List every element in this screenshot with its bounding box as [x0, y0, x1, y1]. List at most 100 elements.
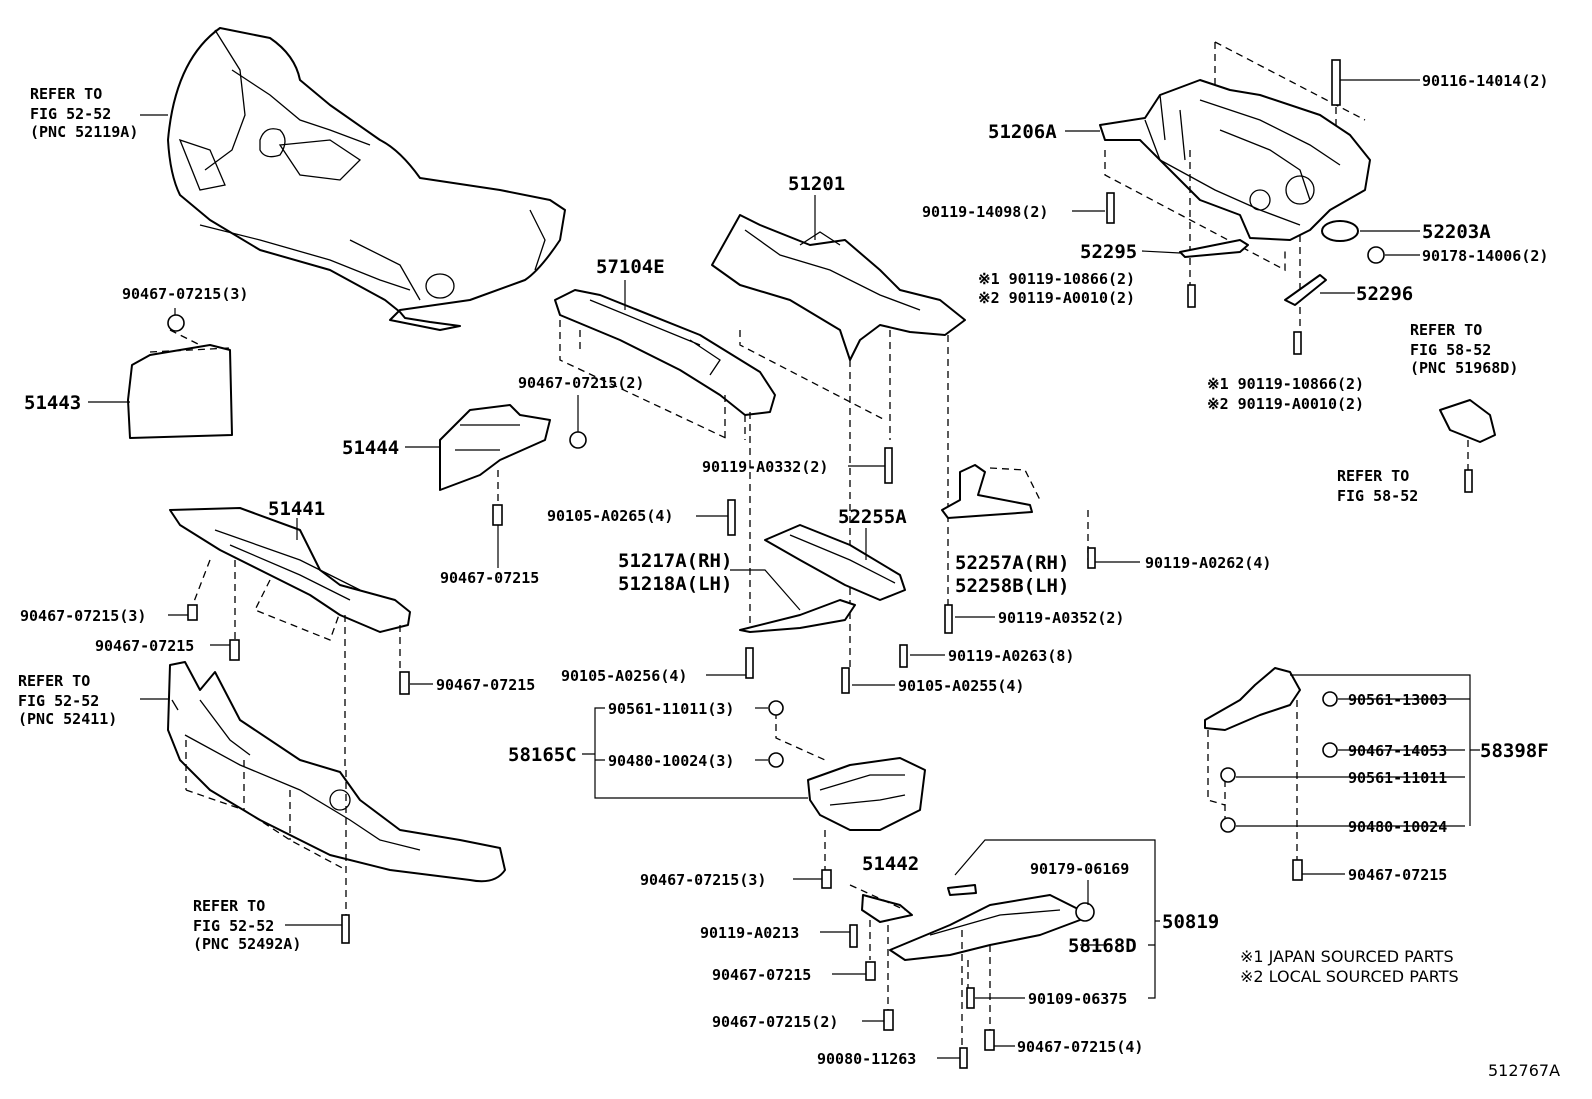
bracket-58398F[interactable] — [1204, 667, 1301, 731]
fastener-f28[interactable]: 90179-06169 — [1030, 860, 1129, 878]
drawing-id: 512767A — [1488, 1061, 1560, 1080]
shield-51443[interactable] — [127, 329, 233, 439]
fastener-f7[interactable]: 90467-07215(2) — [518, 374, 644, 392]
part-51444[interactable]: 51444 — [342, 437, 399, 459]
refer-3-line3: (PNC 52492A) — [193, 935, 301, 953]
fastener-f29[interactable]: 90561-13003 — [1348, 691, 1447, 709]
stud-icon[interactable] — [1331, 59, 1341, 106]
support-bar-57104E[interactable] — [554, 289, 776, 416]
fastener-f1[interactable]: 90116-14014(2) — [1422, 72, 1548, 90]
clip-icon-2[interactable] — [569, 431, 587, 449]
fastener-f8[interactable]: 90119-A0332(2) — [702, 458, 828, 476]
fastener-f30[interactable]: 90467-14053 — [1348, 742, 1447, 760]
refer-2-line1: REFER TO — [18, 672, 90, 690]
fastener-f10[interactable]: 90467-07215 — [440, 569, 539, 587]
brace-52255A[interactable] — [764, 524, 906, 601]
bracket-52257A[interactable] — [941, 464, 1033, 519]
part-51442[interactable]: 51442 — [862, 853, 919, 875]
fastener-f27[interactable]: 90109-06375 — [1028, 990, 1127, 1008]
fastener-f33[interactable]: 90467-07215 — [1348, 866, 1447, 884]
fastener-f12[interactable]: 90119-A0352(2) — [998, 609, 1124, 627]
part-52295[interactable]: 52295 — [1080, 241, 1137, 263]
fastener-f31[interactable]: 90561-11011 — [1348, 769, 1447, 787]
bracket-51968D[interactable] — [1439, 399, 1496, 443]
fastener-f25[interactable]: 90080-11263 — [817, 1050, 916, 1068]
skid-plate-58165C[interactable] — [807, 757, 926, 831]
cover-51442-dashes — [849, 884, 906, 1010]
fastener-f11[interactable]: 90119-A0262(4) — [1145, 554, 1271, 572]
refer-5-line2: FIG 58-52 — [1337, 487, 1418, 505]
undercover-51441[interactable] — [169, 507, 411, 633]
part-52296[interactable]: 52296 — [1356, 283, 1413, 305]
skid-dashes — [775, 712, 826, 870]
part-51206A[interactable]: 51206A — [988, 121, 1057, 143]
nut-icon[interactable] — [1367, 246, 1385, 264]
crossmember-51201[interactable] — [711, 214, 966, 361]
grommet-icon[interactable] — [1075, 902, 1095, 922]
fastener-f22[interactable]: 90119-A0213 — [700, 924, 799, 942]
subframe-dashes — [1104, 41, 1366, 330]
refer-1-line2: FIG 52-52 — [30, 105, 111, 123]
refer-4-line3: (PNC 51968D) — [1410, 359, 1518, 377]
fastener-f5a[interactable]: ※1 90119-10866(2) — [1207, 375, 1364, 393]
part-57104E[interactable]: 57104E — [596, 256, 665, 278]
link-52296[interactable] — [1284, 274, 1327, 306]
legend-japan: ※1 JAPAN SOURCED PARTS — [1240, 947, 1454, 966]
part-52258B[interactable]: 52258B(LH) — [955, 575, 1069, 597]
part-52203A[interactable]: 52203A — [1422, 221, 1491, 243]
refer-5-line1: REFER TO — [1337, 467, 1409, 485]
fastener-f4b[interactable]: ※2 90119-A0010(2) — [978, 289, 1135, 307]
clip-icon[interactable] — [167, 314, 185, 332]
fastener-f14[interactable]: 90467-07215 — [95, 637, 194, 655]
cover-51442[interactable] — [861, 894, 913, 923]
refer-1-line3: (PNC 52119A) — [30, 123, 138, 141]
fastener-f4a[interactable]: ※1 90119-10866(2) — [978, 270, 1135, 288]
part-50819[interactable]: 50819 — [1162, 911, 1219, 933]
part-51443[interactable]: 51443 — [24, 392, 81, 414]
fastener-f20[interactable]: 90480-10024(3) — [608, 752, 734, 770]
fastener-f24[interactable]: 90467-07215(2) — [712, 1013, 838, 1031]
part-51201[interactable]: 51201 — [788, 173, 845, 195]
fastener-f21[interactable]: 90467-07215(3) — [640, 871, 766, 889]
fastener-f2[interactable]: 90119-14098(2) — [922, 203, 1048, 221]
fastener-f15[interactable]: 90467-07215 — [436, 676, 535, 694]
undercover-dashes — [189, 559, 401, 770]
fastener-f16[interactable]: 90105-A0256(4) — [561, 667, 687, 685]
part-58398F[interactable]: 58398F — [1480, 740, 1549, 762]
fastener-f26[interactable]: 90467-07215(4) — [1017, 1038, 1143, 1056]
lower-bumper-dashes — [185, 740, 347, 915]
bracket-51217A[interactable] — [739, 599, 856, 633]
rear-subframe-51206A[interactable] — [1099, 79, 1371, 241]
fastener-f19[interactable]: 90561-11011(3) — [608, 700, 734, 718]
refer-5: REFER TO FIG 58-52 — [1337, 467, 1418, 505]
link-52295[interactable] — [1179, 239, 1249, 258]
part-52257A[interactable]: 52257A(RH) — [955, 552, 1069, 574]
part-51218A[interactable]: 51218A(LH) — [618, 573, 732, 595]
part-58168D[interactable]: 58168D — [1068, 935, 1137, 957]
lower-bumper-cover[interactable] — [167, 661, 506, 883]
bracket-51444[interactable] — [439, 404, 551, 491]
fastener-f5b[interactable]: ※2 90119-A0010(2) — [1207, 395, 1364, 413]
part-58165C[interactable]: 58165C — [508, 744, 577, 766]
refer-4-line2: FIG 58-52 — [1410, 341, 1491, 359]
fastener-f6[interactable]: 90467-07215(3) — [122, 285, 248, 303]
refer-4: REFER TO FIG 58-52 (PNC 51968D) — [1410, 321, 1518, 377]
fastener-f9[interactable]: 90105-A0265(4) — [547, 507, 673, 525]
refer-3: REFER TO FIG 52-52 (PNC 52492A) — [193, 897, 301, 953]
fastener-f32[interactable]: 90480-10024 — [1348, 818, 1447, 836]
fastener-f23[interactable]: 90467-07215 — [712, 966, 811, 984]
upper-bumper-cover[interactable] — [167, 27, 566, 331]
fastener-f17[interactable]: 90119-A0263(8) — [948, 647, 1074, 665]
fastener-f18[interactable]: 90105-A0255(4) — [898, 677, 1024, 695]
bar-dashes — [559, 320, 751, 625]
fastener-f13[interactable]: 90467-07215(3) — [20, 607, 146, 625]
bolts — [187, 192, 1473, 1069]
part-52255A[interactable]: 52255A — [838, 506, 907, 528]
fastener-f3[interactable]: 90178-14006(2) — [1422, 247, 1548, 265]
part-51217A[interactable]: 51217A(RH) — [618, 550, 732, 572]
part-51441[interactable]: 51441 — [268, 498, 325, 520]
mount-52203A[interactable] — [1321, 220, 1359, 242]
engine-undercover-58168D[interactable] — [889, 884, 1081, 961]
refer-2-line2: FIG 52-52 — [18, 692, 99, 710]
